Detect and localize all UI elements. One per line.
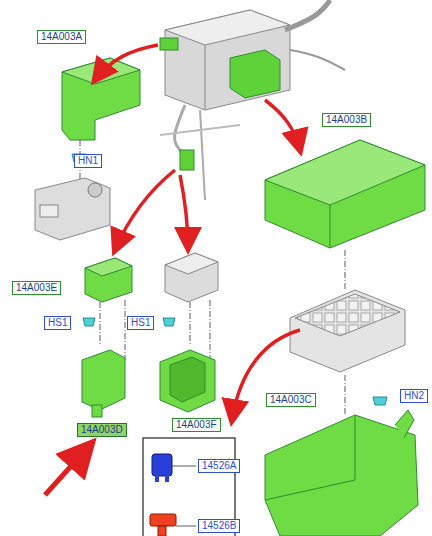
callout-number: 14A003B [322, 113, 371, 127]
bracket [82, 350, 125, 417]
callout-number: HN2 [400, 389, 428, 403]
callout-number: 14A003A [37, 30, 86, 44]
bracket [160, 350, 215, 412]
callout-number: 14A003F [172, 418, 221, 432]
callout-number: HS1 [44, 316, 71, 330]
callout-number: 14526A [198, 459, 240, 473]
module-box [165, 253, 218, 302]
fuse-box [290, 290, 405, 372]
fuse-icon [150, 514, 176, 536]
callout-number: 14A003D [77, 423, 127, 437]
direction-arrows [45, 45, 300, 495]
junction-block [35, 178, 110, 240]
fuse-box-housing [265, 410, 418, 536]
callout-number: HN1 [74, 154, 102, 168]
callout-number: 14A003E [12, 281, 61, 295]
callout-number: HS1 [127, 316, 154, 330]
fuse-box-cover [265, 140, 425, 248]
callout-number: 14526B [198, 519, 240, 533]
relay-box [85, 258, 132, 302]
callout-number: 14A003C [266, 393, 316, 407]
fuse-icon [152, 454, 172, 482]
